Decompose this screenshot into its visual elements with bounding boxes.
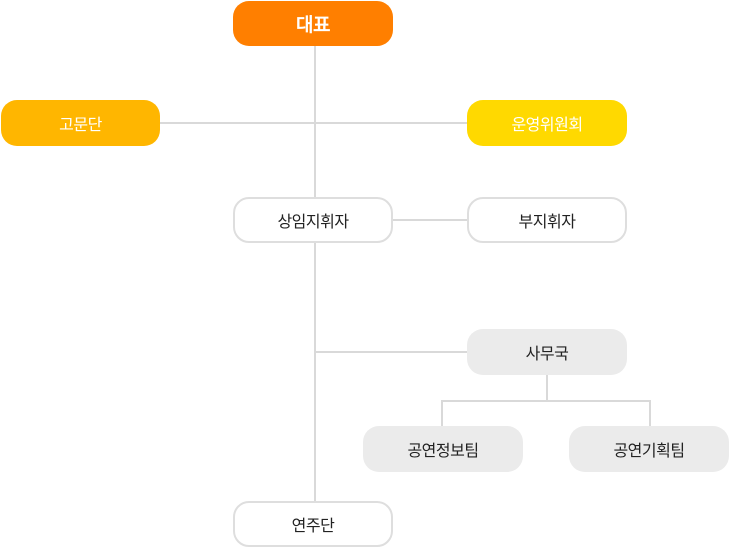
node-vice-conductor: 부지휘자: [467, 197, 627, 243]
node-planning-team-label: 공연기획팀: [613, 441, 685, 460]
node-orchestra: 연주단: [233, 501, 393, 547]
node-advisors: 고문단: [1, 100, 160, 146]
node-office: 사무국: [467, 329, 627, 375]
connector-planning-team: [649, 400, 651, 426]
node-ceo-label: 대표: [296, 14, 330, 36]
node-info-team: 공연정보팀: [363, 426, 523, 472]
connector-info-team: [441, 400, 443, 426]
connector-trunk: [314, 46, 316, 501]
node-committee-label: 운영위원회: [511, 115, 583, 134]
node-planning-team: 공연기획팀: [569, 426, 729, 472]
node-ceo: 대표: [233, 1, 393, 46]
node-info-team-label: 공연정보팀: [407, 441, 479, 460]
node-orchestra-label: 연주단: [291, 516, 335, 535]
connector-office-down: [546, 375, 548, 400]
connector-trunk-office: [316, 351, 467, 353]
node-committee: 운영위원회: [467, 100, 627, 146]
node-conductor: 상임지휘자: [233, 197, 393, 243]
connector-conductor-vice: [393, 219, 467, 221]
node-office-label: 사무국: [525, 344, 569, 363]
node-vice-conductor-label: 부지휘자: [518, 212, 576, 231]
connector-teams-bar: [441, 400, 650, 402]
node-conductor-label: 상임지휘자: [277, 212, 349, 231]
node-advisors-label: 고문단: [59, 115, 102, 134]
connector-advisors-committee: [160, 122, 467, 124]
